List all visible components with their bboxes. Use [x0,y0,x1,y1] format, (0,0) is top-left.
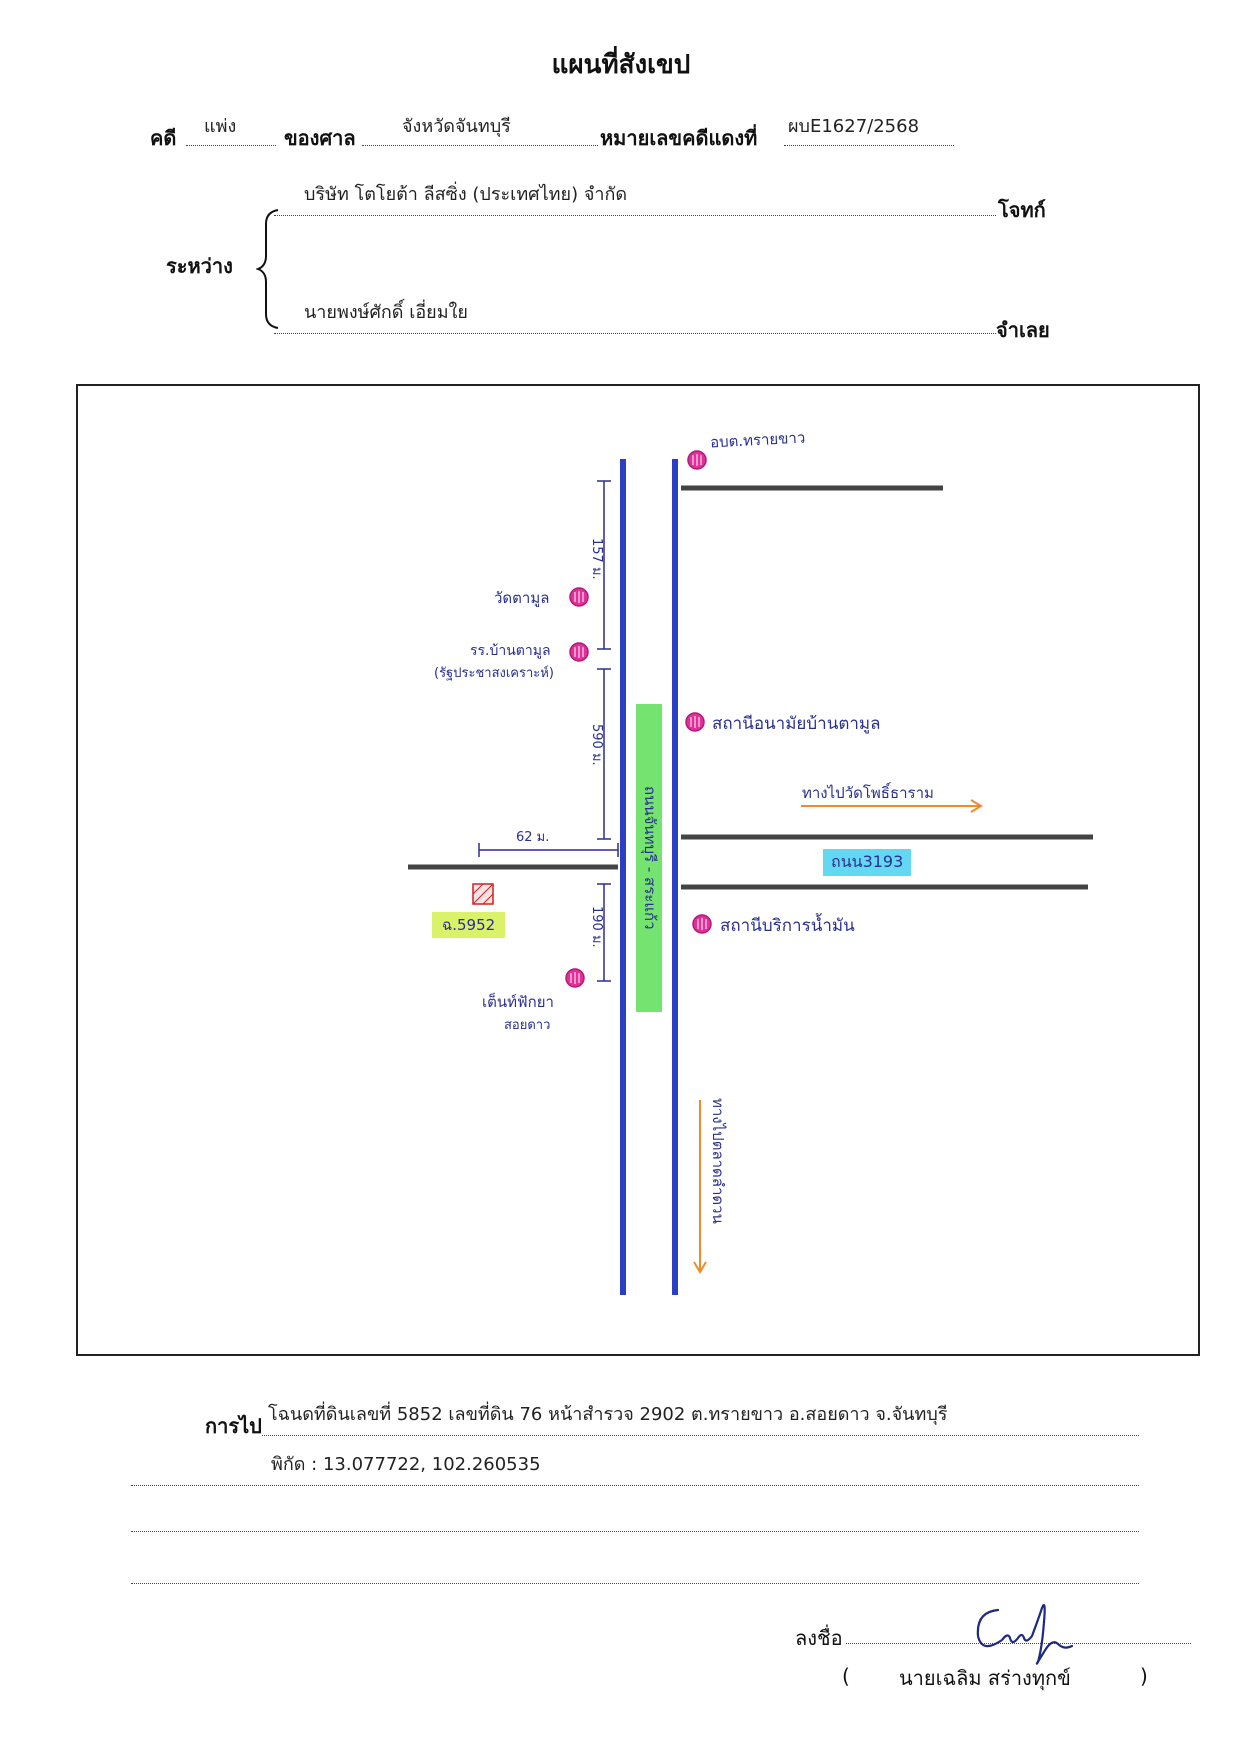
signature-open-paren: ( [842,1664,850,1688]
signature-close-paren: ) [1140,1664,1148,1688]
map-drawing [408,450,1093,1295]
red-case-number-field: ผบE1627/2568 [784,112,954,146]
dimension-line-west [478,843,619,857]
case-type-field: แพ่ง [186,112,276,146]
label-school-sub: (รัฐประชาสงเคราะห์) [434,666,554,681]
marker-tent-shop-icon [565,968,585,988]
plaintiff-role-label: โจทก์ [998,198,1046,222]
marker-health-station-icon [685,712,705,732]
signatory-name: นายเฉลิม สร่างทุกข์ [899,1666,1071,1690]
label-to-temple: ทางไปวัดโพธิ์ธาราม [802,784,934,802]
directions-line-3 [131,1500,1139,1532]
page-title: แผนที่สังเขป [551,50,691,80]
arrow-east-icon [801,799,983,813]
court-field: จังหวัดจันทบุรี [362,112,598,146]
dimension-line-top [597,480,611,650]
label-distance-west: 62 ม. [516,830,550,845]
label-tent-shop-sub: สอยดาว [504,1018,551,1033]
directions-label: การไป [205,1414,262,1438]
defendant-role-label: จำเลย [996,318,1050,342]
marker-gas-station-icon [692,914,712,934]
label-gas-station: สถานีบริการน้ำมัน [720,916,855,936]
directions-line-2: พิกัด : 13.077722, 102.260535 [131,1450,1139,1486]
red-case-number-label: หมายเลขคดีแดงที่ [600,126,758,150]
label-road-3193: ถนน3193 [823,849,912,876]
label-distance-bottom: 190 ม. [589,906,604,948]
plot-hatched-square-icon [472,883,494,905]
label-to-south: ทางไปตลาดลำดวน [709,1098,727,1224]
between-label: ระหว่าง [166,254,233,278]
marker-temple-icon [569,587,589,607]
label-plot: ฉ.5952 [432,912,506,938]
sketch-map: อบต.ทรายขาว วัดตามูล รร.บ้านตามูล (รัฐปร… [76,384,1200,1356]
label-health-station: สถานีอนามัยบ้านตามูล [712,714,881,734]
dimension-line-bottom [597,883,611,982]
signature-label: ลงชื่อ [795,1626,843,1650]
label-tent-shop: เต็นท์ฟักยา [482,993,554,1011]
case-label: คดี [150,126,177,150]
signature-line [846,1608,1191,1644]
directions-line-1: โฉนดที่ดินเลขที่ 5852 เลขที่ดิน 76 หน้าส… [262,1400,1139,1436]
label-main-road: ถนนจันทบุรี - สระแก้ว [636,704,662,1012]
arrow-south-icon [693,1100,707,1274]
label-sao: อบต.ทรายขาว [709,428,806,452]
defendant-field: นายพงษ์ศักดิ์ เอี่ยมใย [274,298,996,334]
label-school: รร.บ้านตามูล [470,643,551,659]
directions-line-4 [131,1552,1139,1584]
marker-sao-icon [687,450,707,470]
marker-school-icon [569,642,589,662]
plaintiff-field: บริษัท โตโยต้า ลีสซิ่ง (ประเทศไทย) จำกัด [274,180,996,216]
label-distance-middle: 590 ม. [589,724,604,766]
brace-icon [256,209,279,329]
court-label: ของศาล [284,126,356,150]
label-temple: วัดตามูล [494,589,550,607]
signature-image [976,1604,1074,1665]
dimension-line-middle [597,668,611,840]
label-distance-top: 157 ม. [589,538,604,580]
